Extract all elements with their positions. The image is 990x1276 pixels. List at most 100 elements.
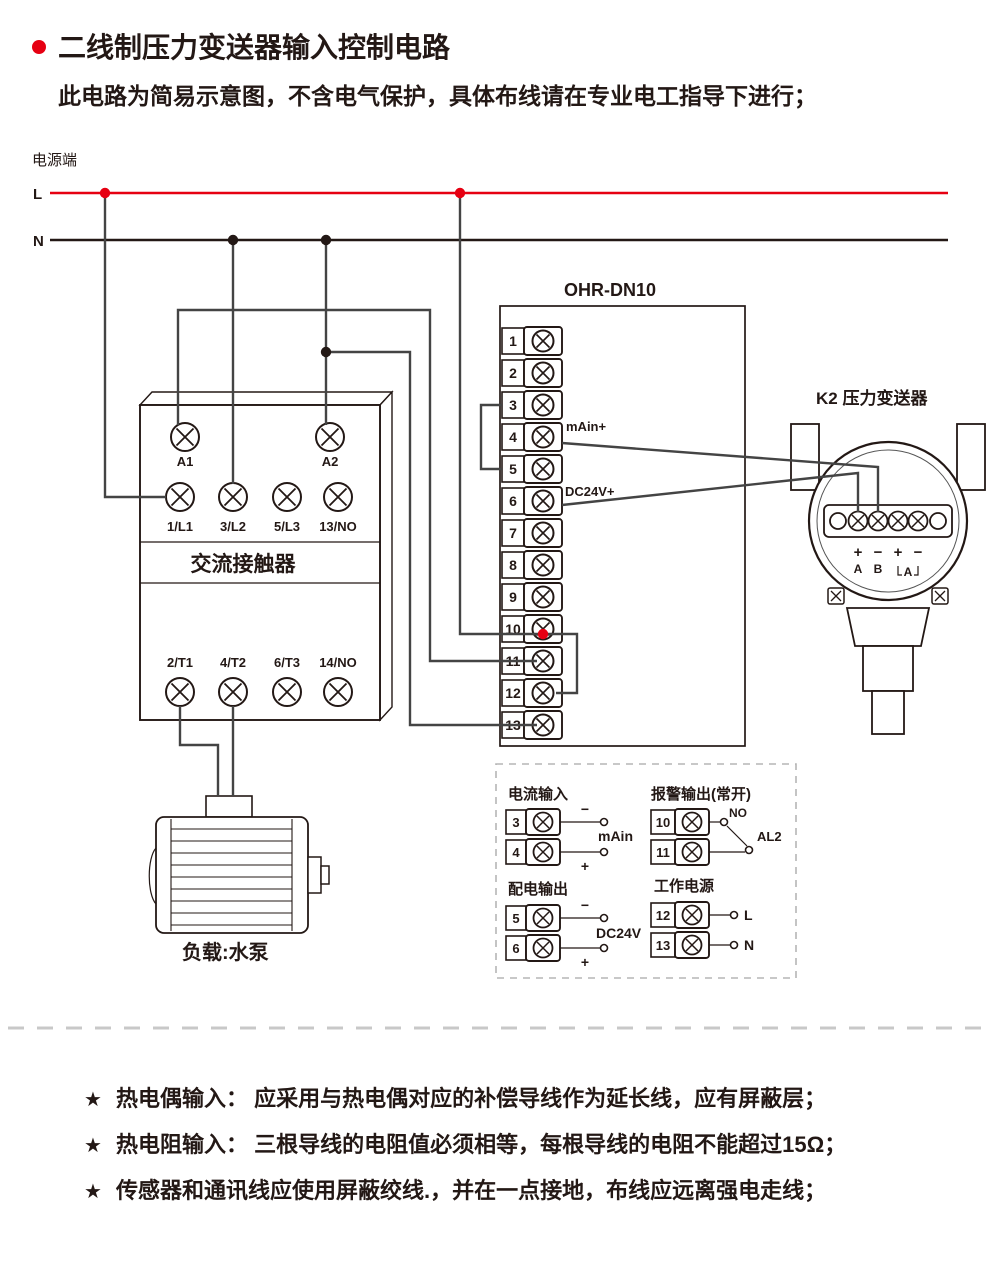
transmitter-probe — [871, 690, 905, 735]
legend-title: 配电输出 — [508, 880, 568, 898]
screw-icon — [165, 482, 195, 512]
junction-dot — [454, 187, 466, 199]
rail-n-label: N — [33, 233, 44, 250]
transmitter-neck — [845, 607, 931, 647]
screw-icon — [170, 422, 200, 452]
star-icon: ★ — [84, 1089, 102, 1111]
ohr-terminal-5: 5 — [501, 454, 563, 484]
screw-icon — [218, 482, 248, 512]
terminal-label-4t2: 4/T2 — [220, 655, 246, 670]
mounting-hole — [829, 512, 847, 530]
main-label: mAin — [598, 828, 633, 844]
pump-shaft — [320, 865, 330, 885]
page-subtitle: 此电路为简易示意图，不含电气保护，具体布线请在专业电工指导下进行； — [58, 83, 817, 109]
terminal-label-14no: 14/NO — [319, 655, 357, 670]
screw-icon — [847, 510, 869, 532]
screw-icon — [681, 811, 703, 833]
polarity-label: + — [854, 544, 863, 561]
screw-icon — [531, 329, 555, 353]
al-bracket — [897, 566, 919, 576]
screw-icon — [272, 482, 302, 512]
rail-l-label: L — [33, 186, 42, 203]
legend-title: 报警输出(常开) — [651, 785, 751, 803]
transmitter-right-ear — [956, 423, 986, 491]
pump-end-cap — [148, 847, 157, 905]
page-title: 二线制压力变送器输入控制电路 — [58, 31, 451, 63]
terminal-a-label: A — [854, 562, 863, 576]
legend-dashed-border — [495, 763, 797, 979]
terminal-number: 13 — [656, 938, 670, 953]
terminal-number: 4 — [512, 845, 520, 860]
mounting-hole — [929, 512, 947, 530]
ohr-model-label: OHR-DN10 — [564, 280, 656, 300]
terminal-number: 3 — [512, 815, 519, 830]
terminal-label-6t3: 6/T3 — [274, 655, 300, 670]
polarity-label: − — [874, 544, 883, 561]
dc24v-label: DC24V — [596, 925, 642, 941]
ohr-terminal-1: 1 — [501, 326, 563, 356]
ohr-terminal-8: 8 — [501, 550, 563, 580]
pump-label: 负载:水泵 — [182, 940, 269, 964]
coil-terminal-a2: A2 — [322, 454, 339, 469]
contactor-title: 交流接触器 — [191, 552, 297, 576]
wire-ohr4-to-transmitter — [561, 441, 880, 512]
legend-alarm-output: 报警输出(常开) 10 11 NO AL2 — [650, 785, 782, 866]
note-rtd: 热电阻输入： 三根导线的电阻值必须相等，每根导线的电阻不能超过15Ω； — [116, 1132, 846, 1157]
terminal-number: 5 — [509, 461, 517, 477]
motor-fins — [170, 819, 293, 931]
screw-icon — [532, 811, 554, 833]
junction-dot — [227, 234, 239, 246]
contactor-side-face — [379, 390, 393, 722]
note-shielding: 传感器和通讯线应使用屏蔽绞线.，并在一点接地，布线应远离强电走线； — [115, 1178, 826, 1203]
terminal-label-13no: 13/NO — [319, 519, 357, 534]
screw-icon — [531, 521, 555, 545]
screw-icon — [531, 457, 555, 481]
terminal-number: 2 — [509, 365, 517, 381]
terminal-number: 9 — [509, 589, 517, 605]
pressure-transmitter: K2 压力变送器 + − + − A B A — [790, 388, 986, 735]
ohr-terminal-12: 12 — [501, 678, 563, 708]
wires — [99, 187, 880, 796]
screw-icon — [681, 841, 703, 863]
screw-icon — [531, 681, 555, 705]
pump-shaft-base — [307, 856, 322, 894]
wire-ohr3-to-ohr5-jumper — [479, 403, 502, 471]
legend-dist-output: 配电输出 5 6 − + DC24V — [505, 880, 642, 970]
screw-icon — [532, 841, 554, 863]
junction-dot — [320, 346, 332, 358]
terminal-label-5l3: 5/L3 — [274, 519, 300, 534]
wire-l-to-1l1 — [103, 193, 166, 499]
junction-dot — [537, 628, 549, 640]
ohr-terminal-9: 9 — [501, 582, 563, 612]
terminal-number: 4 — [509, 429, 517, 445]
terminal-legend: 电流输入 3 4 − + mAin 报警输出(常开) 10 11 NO AL2 — [495, 763, 797, 979]
ohr-main-plus-label: mAin+ — [566, 419, 607, 434]
n-label: N — [744, 937, 754, 953]
ohr-terminal-10: 10 — [501, 614, 563, 644]
screw-box-icon — [827, 587, 845, 605]
terminal-number: 1 — [509, 333, 517, 349]
ohr-controller: OHR-DN10 1 2 3 4 5 6 7 — [499, 280, 746, 747]
ohr-terminal-6: 6 — [501, 486, 563, 516]
terminal-number: 6 — [509, 493, 517, 509]
transmitter-housing-inner — [816, 449, 960, 593]
note-thermocouple: 热电偶输入： 应采用与热电偶对应的补偿导线作为延长线，应有屏蔽层； — [116, 1086, 826, 1111]
ohr-terminal-3: 3 — [501, 390, 563, 420]
contactor-body — [139, 404, 381, 721]
terminal-b-label: B — [874, 562, 883, 576]
terminal-number: 5 — [512, 911, 519, 926]
terminal-number: 3 — [509, 397, 517, 413]
screw-icon — [218, 677, 248, 707]
title-bullet-icon — [32, 40, 46, 54]
legend-title: 电流输入 — [508, 785, 568, 803]
terminal-number: 12 — [505, 685, 521, 701]
l-label: L — [744, 907, 753, 923]
screw-icon — [315, 422, 345, 452]
ohr-dc24v-plus-label: DC24V+ — [565, 484, 615, 499]
screw-icon — [323, 482, 353, 512]
terminal-number: 12 — [656, 908, 670, 923]
screw-icon — [323, 677, 353, 707]
plus-label: + — [581, 954, 589, 970]
ohr-terminal-4: 4 — [501, 422, 563, 452]
